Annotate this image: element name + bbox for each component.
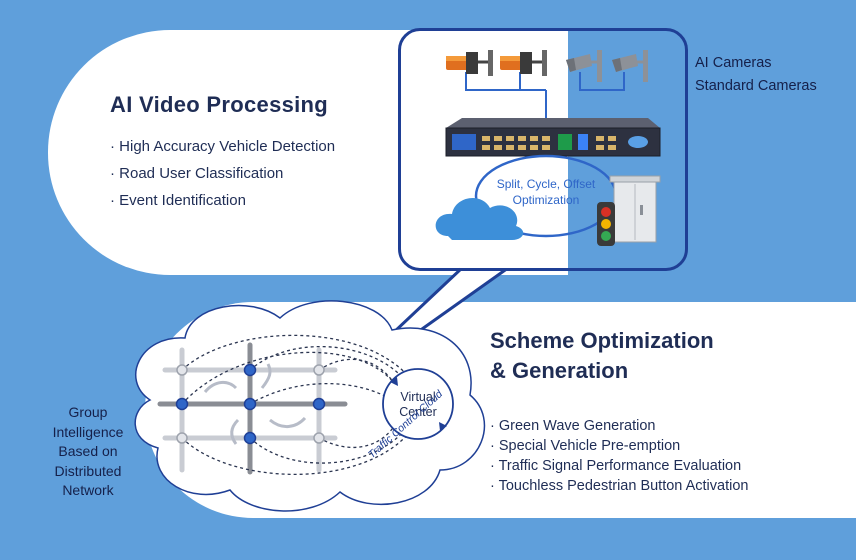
group-intelligence-label: Group Intelligence Based on Distributed … <box>28 403 148 501</box>
group-label-line: Network <box>62 482 114 498</box>
group-label-line: Based on <box>58 443 118 459</box>
scheme-bullets: · Green Wave Generation · Special Vehicl… <box>490 416 748 496</box>
traffic-light-icon <box>597 202 615 246</box>
ai-camera-1 <box>446 50 493 76</box>
optimization-line-1: Split, Cycle, Offset <box>496 177 596 191</box>
standard-cameras-label: Standard Cameras <box>695 78 817 94</box>
standard-camera-2 <box>612 50 648 82</box>
scheme-title-line-1: Scheme Optimization <box>490 328 714 353</box>
ai-bullet: · High Accuracy Vehicle Detection <box>110 138 336 155</box>
optimization-label: Split, Cycle, Offset Optimization <box>486 176 606 208</box>
rack-processor <box>445 118 661 157</box>
traffic-cabinet <box>609 175 661 243</box>
group-label-line: Distributed <box>54 462 122 479</box>
scheme-bullet: · Special Vehicle Pre-emption <box>490 438 681 454</box>
ai-bullet: · Event Identification <box>110 192 246 209</box>
secondary-nodes <box>176 364 325 444</box>
virtual-center-line-1: Virtual <box>400 390 436 404</box>
ai-camera-2 <box>500 50 547 76</box>
main-nodes <box>175 363 326 445</box>
optimization-line-2: Optimization <box>512 193 580 207</box>
scheme-bullet: · Traffic Signal Performance Evaluation <box>490 458 742 474</box>
scheme-title: Scheme Optimization & Generation <box>490 326 714 386</box>
flow-arrows <box>203 363 307 445</box>
panel-cloud <box>435 197 524 240</box>
hardware-panel <box>398 28 688 271</box>
camera-wiring <box>465 72 625 118</box>
group-label-line: Group <box>68 404 108 420</box>
camera-legend: AI Cameras Standard Cameras <box>695 54 817 96</box>
virtual-center-ring <box>382 368 454 440</box>
scheme-bullet: · Touchless Pedestrian Button Activation <box>490 478 749 494</box>
virtual-center-line-2: Center <box>399 405 437 419</box>
ai-video-title: AI Video Processing <box>110 92 329 117</box>
ai-cameras-label: AI Cameras <box>695 55 772 71</box>
virtual-center-label: Virtual Center <box>383 390 453 420</box>
ai-bullet: · Road User Classification <box>110 165 284 182</box>
scheme-title-line-2: & Generation <box>490 358 629 383</box>
scheme-bullet: · Green Wave Generation <box>490 418 656 434</box>
ai-video-bullets: · High Accuracy Vehicle Detection · Road… <box>110 133 335 214</box>
network-links <box>181 334 411 475</box>
group-label-line: Intelligence <box>52 423 124 440</box>
standard-camera-1 <box>566 50 602 82</box>
